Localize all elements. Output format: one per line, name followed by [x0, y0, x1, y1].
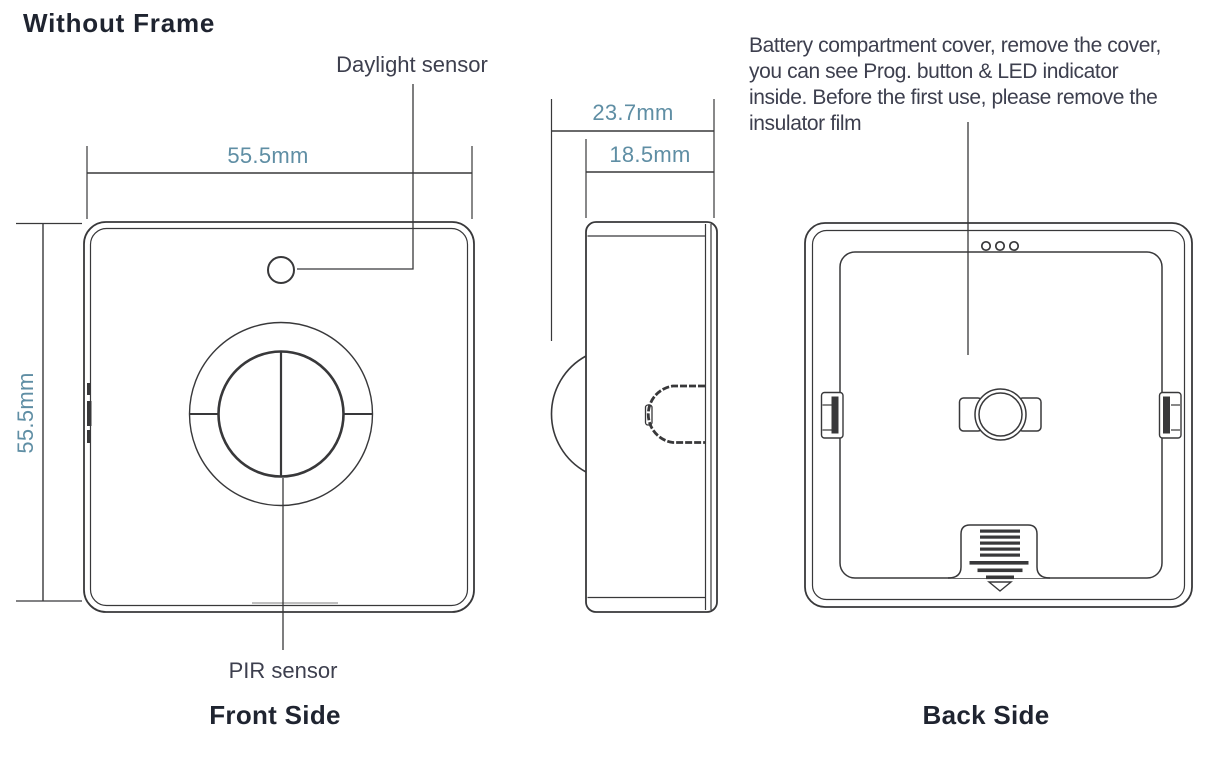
side-clip-right — [1158, 391, 1182, 439]
back-inner-edge — [811, 229, 1186, 601]
front-width-dimension — [86, 146, 473, 219]
front-outer-edge — [83, 221, 475, 613]
front-inner-edge — [89, 227, 469, 607]
battery-note-line-3: inside. Before the first use, please rem… — [749, 86, 1158, 109]
mounting-clip-slot — [644, 404, 653, 426]
front-edge-clip-marks — [87, 383, 92, 443]
battery-knob — [958, 388, 1042, 441]
daylight-leader-line — [297, 84, 414, 270]
battery-note: Battery compartment cover, remove the co… — [749, 33, 1223, 137]
contact-dots — [980, 240, 1020, 252]
back-side-caption: Back Side — [922, 700, 1050, 730]
slide-grip-tab — [947, 524, 1051, 579]
battery-note-line-1: Battery compartment cover, remove the co… — [749, 34, 1161, 57]
side-total-depth-dimension — [550, 99, 715, 341]
front-height-dimension — [16, 222, 82, 602]
battery-note-line-2: you can see Prog. button & LED indicator — [749, 60, 1119, 83]
back-view — [804, 122, 1193, 608]
battery-note-line-4: insulator film — [749, 112, 862, 135]
side-body-depth-dimension — [585, 139, 714, 218]
dim-front-width: 55.5mm — [227, 143, 309, 168]
side-clip-left — [820, 391, 844, 439]
front-view — [16, 84, 475, 650]
pir-sensor-label: PIR sensor — [228, 658, 338, 683]
dim-front-height: 55.5mm — [13, 372, 38, 454]
back-outer-edge — [804, 222, 1193, 608]
side-view — [550, 99, 718, 613]
mounting-clip-profile — [646, 384, 705, 444]
dim-side-body-depth: 18.5mm — [609, 142, 691, 167]
slide-arrow-icon — [969, 529, 1029, 592]
drawing-title: Without Frame — [23, 8, 216, 38]
front-side-caption: Front Side — [209, 700, 341, 730]
daylight-sensor-hole — [267, 256, 295, 284]
side-body-outline — [585, 221, 718, 613]
dim-side-total-depth: 23.7mm — [592, 100, 674, 125]
pir-dome-profile — [550, 355, 587, 473]
daylight-sensor-label: Daylight sensor — [336, 52, 488, 77]
